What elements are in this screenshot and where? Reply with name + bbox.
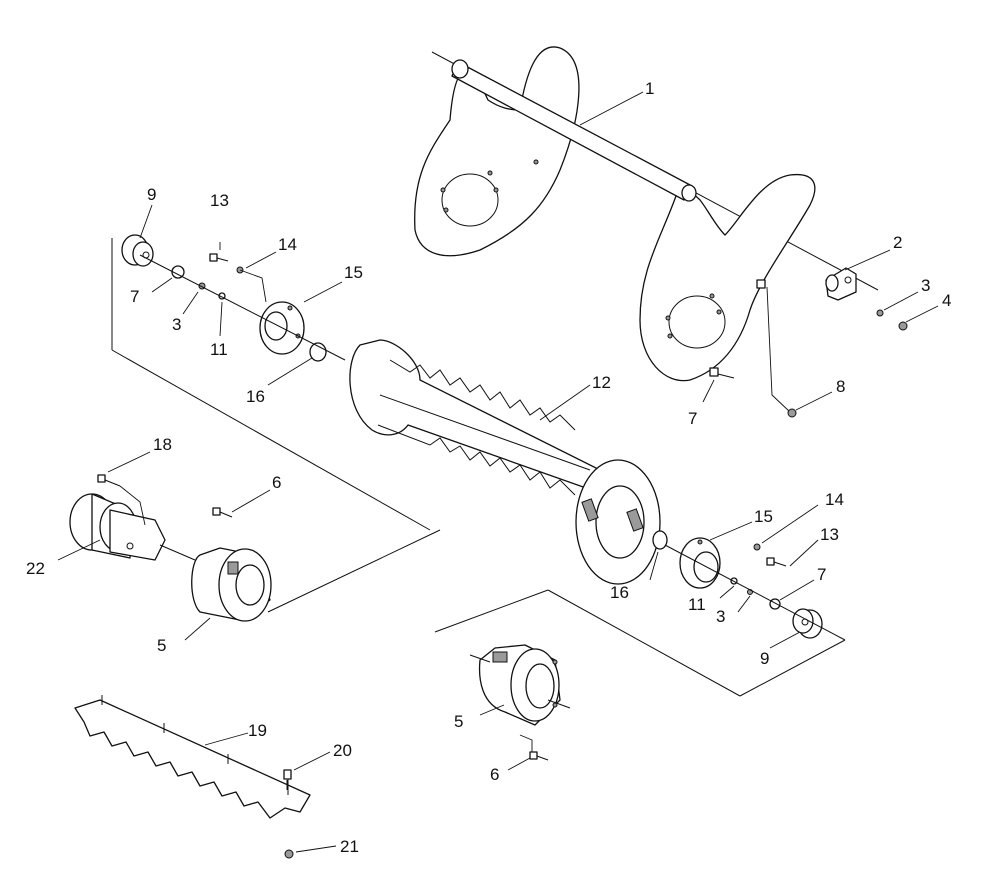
bolt-6-left bbox=[212, 507, 233, 518]
callout-18: 18 bbox=[153, 435, 172, 454]
washer-3-right bbox=[876, 309, 884, 317]
callout-7: 7 bbox=[130, 287, 139, 306]
callout-8: 8 bbox=[836, 377, 845, 396]
frame-assembly bbox=[414, 46, 879, 382]
callout-11: 11 bbox=[210, 340, 228, 359]
nut-4 bbox=[898, 321, 908, 331]
callout-13: 13 bbox=[820, 525, 839, 544]
bolt-18 bbox=[97, 474, 121, 487]
hydraulic-motor-22 bbox=[69, 493, 196, 561]
nut-21 bbox=[284, 849, 294, 859]
washer-7-left bbox=[171, 265, 185, 279]
coupler-housing-5-right bbox=[478, 644, 561, 726]
callout-14: 14 bbox=[278, 235, 297, 254]
bolt-13-right bbox=[766, 557, 787, 567]
left-side-plate bbox=[414, 46, 580, 257]
callout-20: 20 bbox=[333, 741, 352, 760]
callout-4: 4 bbox=[942, 291, 951, 310]
callout-13: 13 bbox=[210, 191, 229, 210]
callout-16: 16 bbox=[246, 387, 265, 406]
callout-14: 14 bbox=[825, 490, 844, 509]
callout-3: 3 bbox=[716, 607, 725, 626]
callout-15: 15 bbox=[754, 507, 773, 526]
snap-ring-16-right bbox=[652, 530, 668, 550]
callout-3: 3 bbox=[172, 315, 181, 334]
sprocket-9-left bbox=[121, 234, 154, 267]
right-side-plate bbox=[639, 173, 816, 382]
callout-21: 21 bbox=[340, 837, 359, 856]
callout-11: 11 bbox=[688, 595, 706, 614]
hinge-bracket bbox=[825, 267, 857, 301]
callout-labels: 1 2 3 4 8 7 12 9 13 14 15 7 3 11 16 18 6… bbox=[26, 79, 951, 856]
callout-22: 22 bbox=[26, 559, 45, 578]
callout-5: 5 bbox=[157, 636, 166, 655]
bolt-6-right bbox=[529, 751, 549, 761]
callout-6: 6 bbox=[272, 473, 281, 492]
callout-3: 3 bbox=[921, 276, 930, 295]
washer-7-right bbox=[769, 598, 781, 610]
bolt-13-left bbox=[209, 253, 229, 262]
callout-6: 6 bbox=[490, 765, 499, 784]
callout-7: 7 bbox=[817, 565, 826, 584]
drum bbox=[349, 339, 661, 585]
nut-8 bbox=[787, 408, 797, 418]
coupler-housing-5-left bbox=[191, 547, 272, 622]
callout-19: 19 bbox=[248, 721, 267, 740]
nut-14-right bbox=[753, 543, 761, 551]
callout-1: 1 bbox=[645, 79, 654, 98]
bolt-20 bbox=[283, 769, 292, 795]
leader-lines bbox=[57, 91, 939, 853]
callout-9: 9 bbox=[147, 185, 156, 204]
callout-2: 2 bbox=[893, 233, 902, 252]
bolt-7-frame bbox=[709, 367, 735, 379]
callout-5: 5 bbox=[454, 712, 463, 731]
callout-16: 16 bbox=[610, 583, 629, 602]
callout-7: 7 bbox=[688, 409, 697, 428]
callout-15: 15 bbox=[344, 263, 363, 282]
snap-ring-16-left bbox=[309, 342, 327, 362]
callout-12: 12 bbox=[592, 373, 611, 392]
callout-9: 9 bbox=[760, 649, 769, 668]
serrated-knife-19 bbox=[74, 695, 311, 819]
